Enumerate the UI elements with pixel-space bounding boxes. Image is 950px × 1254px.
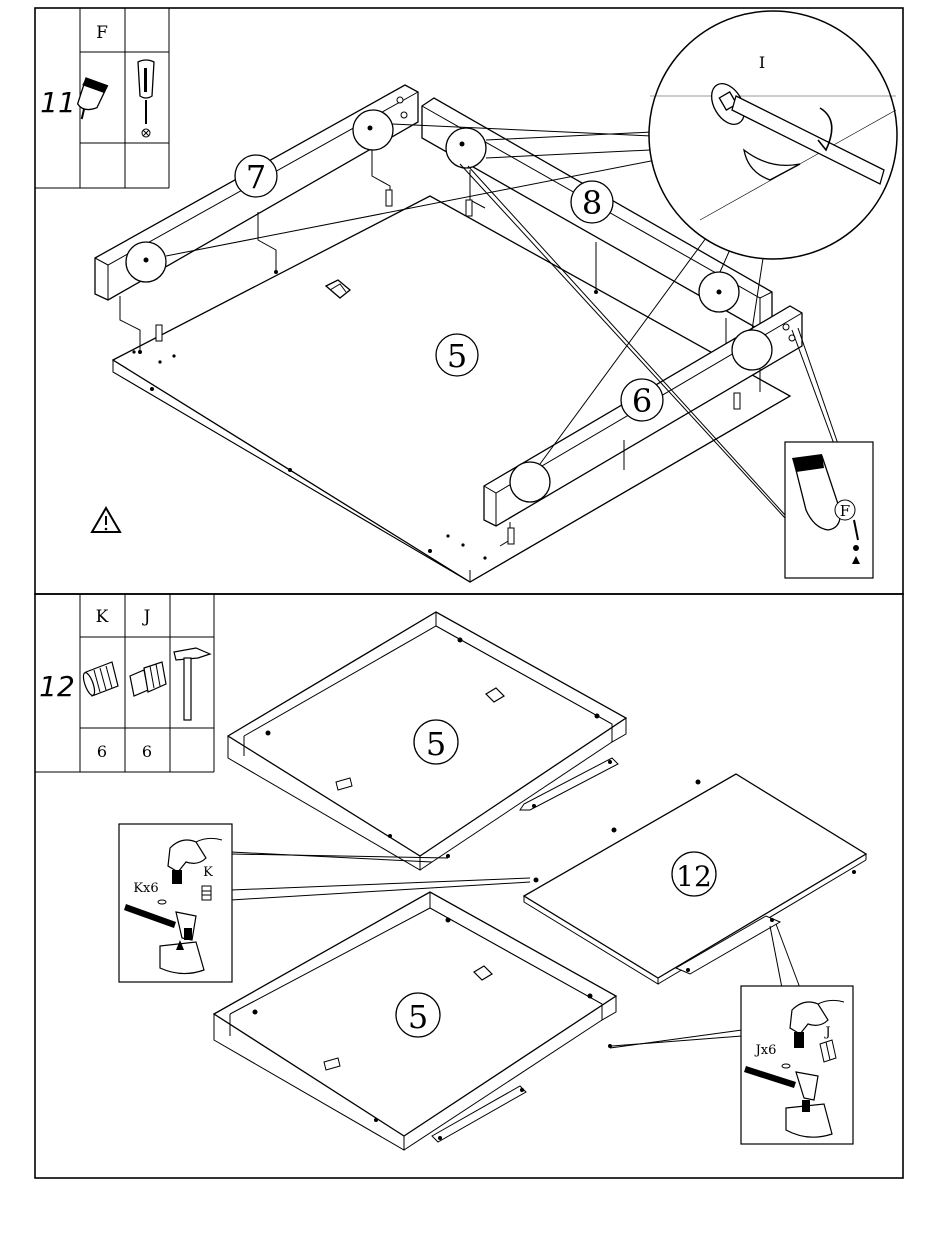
- step-12-parts-table: 12 K J 6 6: [35, 594, 214, 772]
- glue-callout-label: F: [840, 502, 850, 520]
- dowel-j-callout: Jx6 J: [741, 986, 853, 1144]
- hammer-icon: [174, 648, 210, 720]
- step-12-number: 12: [39, 670, 75, 703]
- part-j-letter: J: [142, 607, 151, 627]
- dowel-k-callout: Kx6 K: [119, 824, 232, 982]
- callout-k-part: K: [203, 865, 213, 880]
- part-j-qty: 6: [142, 742, 152, 761]
- screwdriver-icon: [138, 60, 154, 137]
- glue-callout: F: [785, 442, 873, 578]
- dowel-k-icon: [81, 662, 118, 697]
- step-11-number: 11: [40, 86, 76, 119]
- label-panel-12: 12: [676, 860, 712, 893]
- callout-j-qty: Jx6: [754, 1043, 777, 1058]
- part-k-qty: 6: [97, 742, 107, 761]
- dowel-j-icon: [130, 662, 166, 696]
- label-lower-panel-5: 5: [408, 998, 428, 1036]
- detail-label-i: I: [759, 53, 765, 72]
- step-11-parts-table: 11 F: [35, 8, 169, 188]
- cam-bolt-detail: I: [649, 11, 897, 259]
- callout-j-part: J: [823, 1025, 830, 1040]
- label-panel-8: 8: [582, 184, 602, 222]
- label-panel-7: 7: [246, 158, 266, 196]
- part-f-letter: F: [96, 23, 108, 43]
- label-panel-6: 6: [632, 382, 652, 420]
- label-upper-panel-5: 5: [426, 725, 446, 763]
- label-panel-5: 5: [447, 337, 467, 375]
- part-k-letter: K: [96, 607, 109, 627]
- callout-k-qty: Kx6: [133, 881, 158, 896]
- warning-icon: [92, 508, 120, 532]
